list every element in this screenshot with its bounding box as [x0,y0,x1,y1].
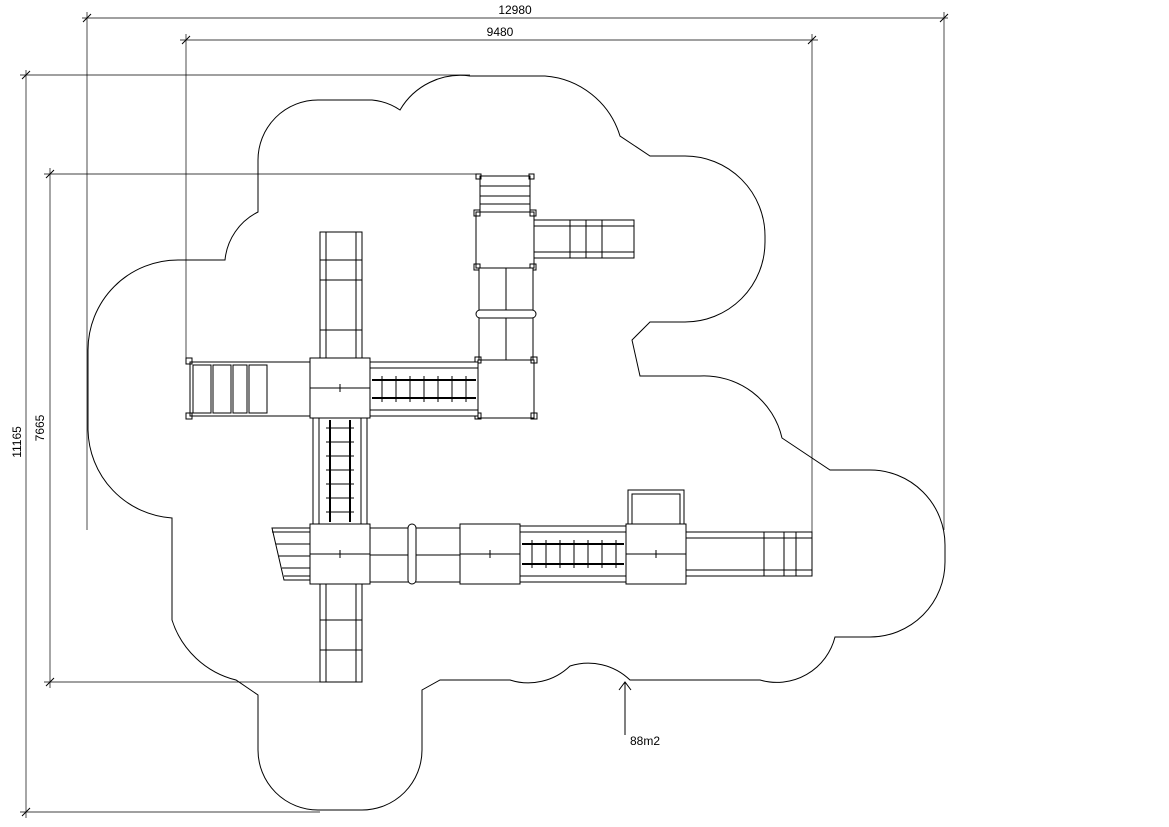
tower-platform-lower-right [625,523,687,585]
tower-platform-center-right [474,356,538,420]
tower-platform-lower-middle [459,523,521,585]
slide-lower-right [685,531,813,577]
overall-height-label: 11165 [10,426,24,458]
slide-lower-left-vertical [319,583,363,683]
safety-zone-outline [87,74,946,811]
tunnel-horizontal-lower [369,523,461,585]
dimension-inner-height: 7665 [33,168,480,688]
dimension-overall-height: 11165 [10,70,470,818]
slide-upper-right [533,219,635,259]
climbing-ladder-left [271,527,310,581]
dimension-overall-width: 12980 [82,3,949,530]
inner-width-label: 9480 [487,25,514,39]
tunnel-vertical-upper [475,267,537,361]
area-label: 88m2 [630,734,660,748]
tower-platform-center-left [309,357,371,419]
tower-platform-lower-left [309,523,371,585]
overall-width-label: 12980 [498,3,532,17]
step-frame-lower-right [627,489,685,525]
tower-platform-upper [473,209,537,271]
net-bridge-lower [519,525,627,583]
plank-bridge-left [185,357,311,420]
dimension-inner-width: 9480 [180,25,818,535]
ladder-top [475,173,535,213]
slide-upper-left-vertical [319,231,363,359]
net-bridge-vertical [312,417,368,525]
area-callout: 88m2 [618,681,660,748]
inner-height-label: 7665 [33,414,47,441]
net-bridge-upper [369,361,479,417]
